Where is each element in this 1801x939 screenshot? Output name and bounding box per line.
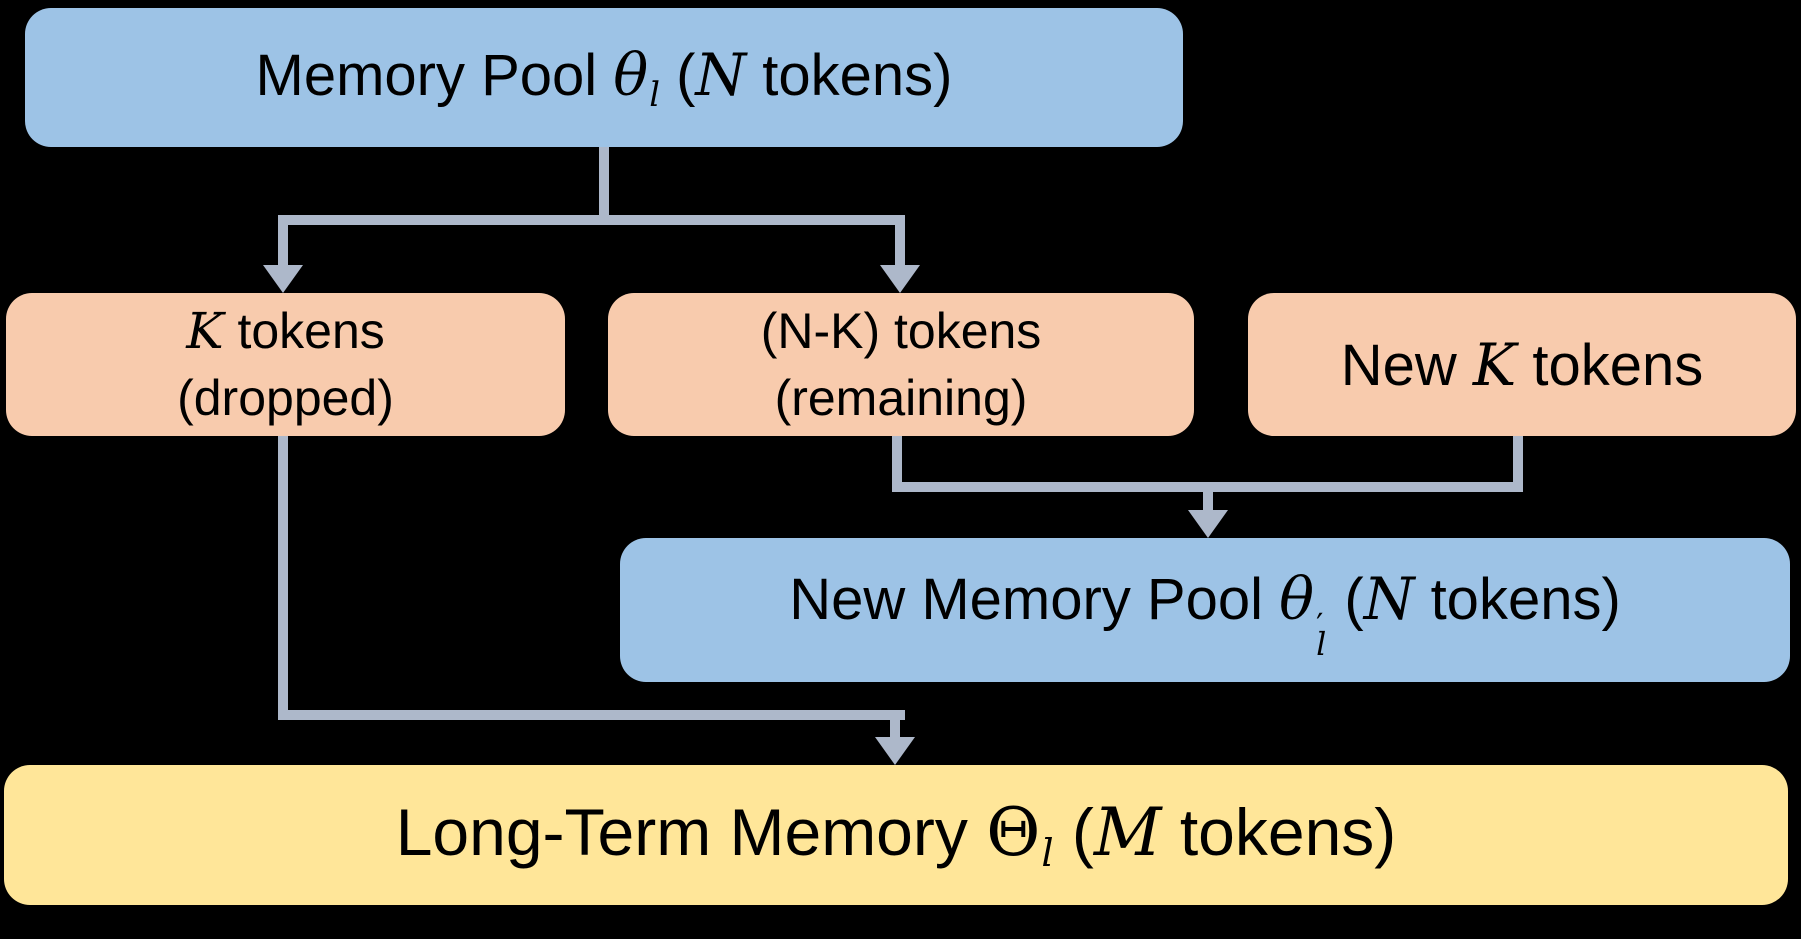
node-memory-pool: Memory Pool θl (N tokens) [25,8,1183,147]
arrowhead-to-long-term-memory-icon [875,737,915,765]
connector-merge-from-new-tokens [1513,436,1523,487]
dropped-tokens-label-line1: K tokens [186,301,385,360]
dropped-tokens-label-line2: (dropped) [177,369,394,426]
arrowhead-to-new-memory-pool-icon [1188,510,1228,538]
connector-dropped-horizontal [278,710,905,720]
node-new-k-tokens: New K tokens [1248,293,1796,436]
connector-merge-stub [1203,492,1213,514]
connector-split-drop-left [278,225,288,265]
connector-split-horizontal [278,215,905,225]
new-memory-pool-label: New Memory Pool θ′l (N tokens) [789,564,1621,664]
connector-split-drop-right [895,225,905,265]
node-long-term-memory: Long-Term Memory Θl (M tokens) [4,765,1788,905]
arrowhead-to-remaining-icon [880,265,920,293]
remaining-tokens-label-line1: (N-K) tokens [760,302,1042,359]
long-term-memory-label: Long-Term Memory Θl (M tokens) [395,793,1397,877]
node-remaining-tokens: (N-K) tokens (remaining) [608,293,1194,436]
node-new-memory-pool: New Memory Pool θ′l (N tokens) [620,538,1790,682]
connector-dropped-vertical [278,436,288,720]
memory-pool-label: Memory Pool θl (N tokens) [255,41,953,114]
connector-split-vertical [599,147,609,220]
new-k-tokens-label: New K tokens [1340,330,1704,399]
connector-merge-horizontal [892,482,1523,492]
connector-dropped-stub [890,720,900,740]
connector-merge-from-remaining [892,436,902,487]
node-dropped-tokens: K tokens (dropped) [6,293,565,436]
arrowhead-to-dropped-icon [263,265,303,293]
remaining-tokens-label-line2: (remaining) [774,369,1028,426]
